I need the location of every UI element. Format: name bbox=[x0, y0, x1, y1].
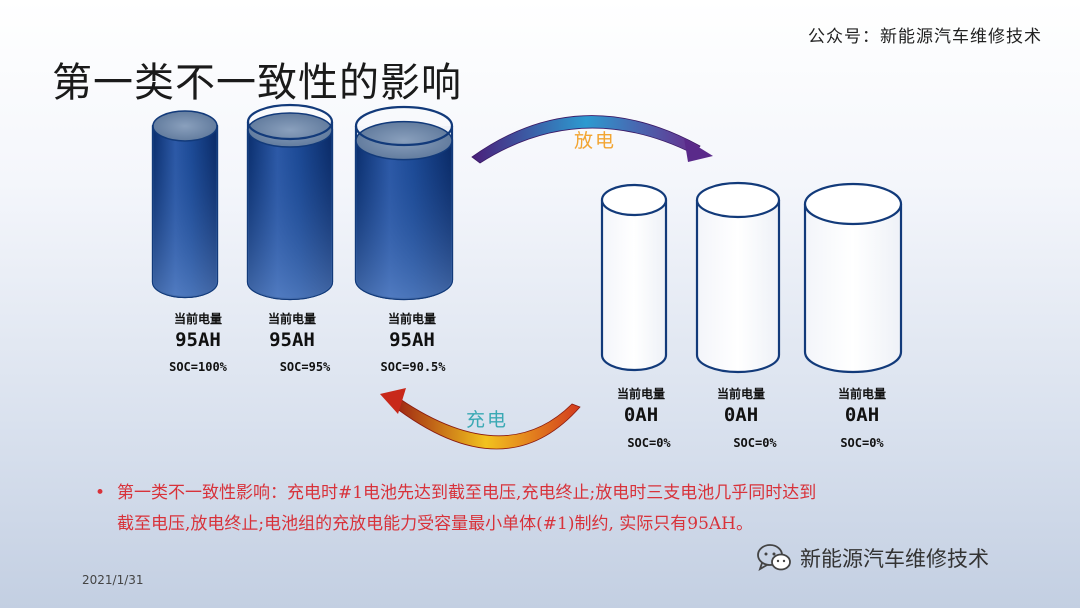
cell-3-soc: SOC=90.5% bbox=[380, 360, 446, 374]
discharge-arrow bbox=[471, 115, 713, 164]
cell-6-soc: SOC=0% bbox=[840, 436, 884, 450]
cell-5-shell bbox=[695, 200, 781, 374]
cell-3-charge-surface bbox=[355, 120, 453, 161]
cell-4-current-label: 当前电量 bbox=[616, 387, 665, 401]
watermark-text: 新能源汽车维修技术 bbox=[800, 547, 989, 571]
cell-5-labels: 当前电量 0AH bbox=[676, 385, 806, 426]
cell-6-capacity: 0AH bbox=[844, 404, 880, 426]
cell-1-labels: 当前电量 95AH bbox=[133, 310, 263, 351]
note-bullet: • bbox=[95, 483, 106, 503]
battery-cell-6 bbox=[803, 182, 903, 374]
cell-5-soc: SOC=0% bbox=[733, 436, 777, 450]
battery-cell-4 bbox=[600, 183, 668, 372]
cell-2-capacity: 95AH bbox=[269, 329, 315, 351]
cell-1-capacity: 95AH bbox=[175, 329, 221, 351]
battery-cell-5 bbox=[695, 181, 781, 374]
battery-cell-3 bbox=[354, 105, 454, 301]
battery-cell-2 bbox=[246, 103, 334, 301]
wechat-icon bbox=[757, 544, 791, 571]
slide-date: 2021/1/31 bbox=[82, 573, 144, 587]
cell-1-charge-surface bbox=[152, 110, 218, 142]
battery-cell-1 bbox=[151, 110, 219, 299]
cell-1-current-label: 当前电量 bbox=[173, 312, 222, 326]
cell-2-rim bbox=[246, 103, 334, 141]
watermark: 新能源汽车维修技术 bbox=[756, 543, 989, 573]
cell-4-rim bbox=[600, 183, 668, 217]
cell-5-rim bbox=[695, 181, 781, 219]
cell-5-current-label: 当前电量 bbox=[716, 387, 765, 401]
cell-6-shell bbox=[803, 204, 903, 374]
note-line-1: 第一类不一致性影响：充电时#1电池先达到截至电压,充电终止;放电时三支电池几乎同… bbox=[117, 483, 817, 503]
cell-6-labels: 当前电量 0AH bbox=[797, 385, 927, 426]
note-line-2: 截至电压,放电终止;电池组的充放电能力受容量最小单体(#1)制约, 实际只有95… bbox=[117, 514, 753, 534]
cell-3-current-label: 当前电量 bbox=[387, 312, 436, 326]
cell-5-capacity: 0AH bbox=[723, 404, 759, 426]
impact-note: • 第一类不一致性影响：充电时#1电池先达到截至电压,充电终止;放电时三支电池几乎… bbox=[95, 478, 1025, 540]
cell-2-soc: SOC=95% bbox=[279, 360, 331, 374]
cell-2-charge-surface bbox=[247, 112, 333, 148]
cell-3-labels: 当前电量 95AH bbox=[347, 310, 477, 351]
cell-4-labels: 当前电量 0AH bbox=[576, 385, 706, 426]
cell-4-capacity: 0AH bbox=[623, 404, 659, 426]
cell-2-labels: 当前电量 95AH bbox=[227, 310, 357, 351]
cell-4-shell bbox=[600, 200, 668, 372]
cell-1-soc: SOC=100% bbox=[169, 360, 227, 374]
charge-arrow bbox=[380, 388, 581, 450]
cell-3-rim bbox=[354, 105, 454, 147]
cell-4-soc: SOC=0% bbox=[627, 436, 671, 450]
charge-label: 充电 bbox=[466, 409, 509, 431]
cell-6-rim bbox=[803, 182, 903, 226]
cell-6-current-label: 当前电量 bbox=[837, 387, 886, 401]
cell-3-capacity: 95AH bbox=[389, 329, 435, 351]
cell-2-current-label: 当前电量 bbox=[267, 312, 316, 326]
discharge-label: 放电 bbox=[574, 130, 617, 152]
page-title: 第一类不一致性的影响 bbox=[52, 60, 462, 106]
header-note: 公众号：新能源汽车维修技术 bbox=[808, 27, 1042, 47]
